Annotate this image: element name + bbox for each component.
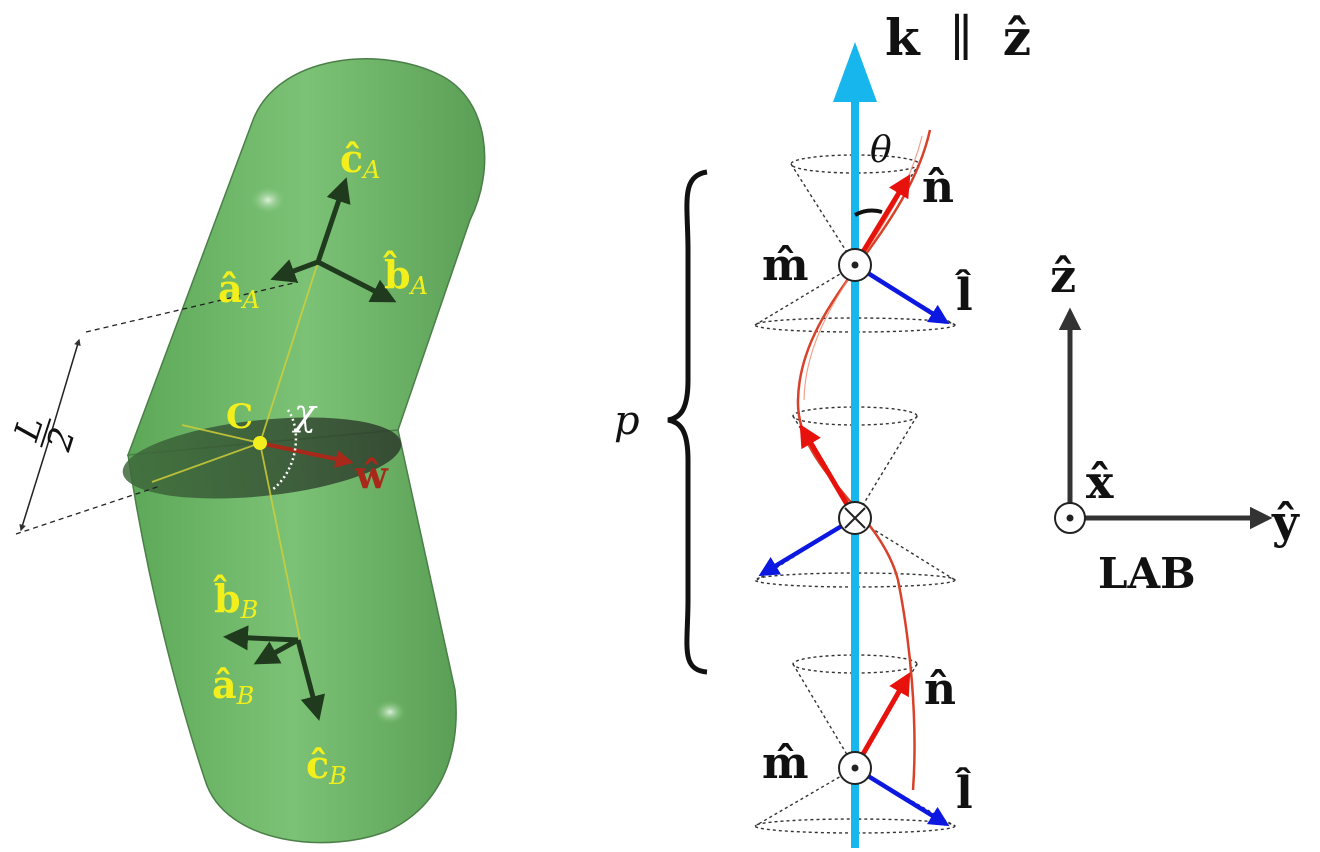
label-b-b: b̂B [213, 575, 259, 624]
theta-arc [854, 208, 883, 217]
label-n-top: n̂ [922, 162, 954, 213]
lab-z-label: ẑ [1050, 249, 1076, 303]
lab-x-label: x̂ [1086, 455, 1114, 509]
l-bottom-arrow [853, 766, 950, 827]
director-n-middle-arrow [799, 424, 858, 520]
label-c-b: ĉB [306, 742, 347, 790]
label-m-bottom: m̂ [762, 738, 809, 789]
frame-a-arrows [270, 177, 397, 303]
molecule-axes [151, 261, 319, 641]
label-m-top: m̂ [762, 240, 809, 291]
lab-label: LAB [1098, 549, 1196, 598]
label-center: C [226, 397, 253, 437]
director-n-bottom-arrow [852, 672, 911, 770]
pitch-brace [667, 169, 708, 675]
frame-b-arrows [223, 625, 325, 721]
label-a-a: âA [218, 266, 260, 314]
m-top-symbol [838, 248, 872, 282]
center-point [253, 436, 267, 450]
helix-title: k∥ẑ [885, 8, 1031, 67]
l-middle-arrow [758, 516, 857, 577]
label-a-b: âB [212, 662, 254, 710]
label-c-a: ĉA [340, 136, 380, 184]
molecule-body [122, 58, 486, 844]
label-theta: θ [870, 130, 892, 171]
l-top-arrow [853, 263, 950, 325]
helix-axis-k-arrowhead [833, 42, 877, 102]
lab-x-symbol [1054, 502, 1086, 534]
label-w: ŵ [354, 452, 389, 497]
label-l-bottom: l̂ [954, 766, 973, 819]
half-length-arrow [49, 338, 81, 438]
half-length-guides [15, 281, 299, 535]
label-b-a: b̂A [383, 251, 428, 300]
w-vector-arrow [259, 441, 354, 468]
bend-angle-arc [271, 409, 298, 491]
m-middle-symbol [838, 501, 872, 535]
label-pitch: p [614, 398, 640, 444]
label-l-top: l̂ [954, 268, 973, 321]
label-bend-angle: χ [291, 393, 318, 434]
helix-curve [796, 129, 932, 791]
m-bottom-symbol [838, 751, 872, 785]
lab-y-label: ŷ [1271, 495, 1300, 549]
label-n-bottom: n̂ [924, 664, 956, 715]
half-length-arrow-reverse [19, 436, 51, 532]
